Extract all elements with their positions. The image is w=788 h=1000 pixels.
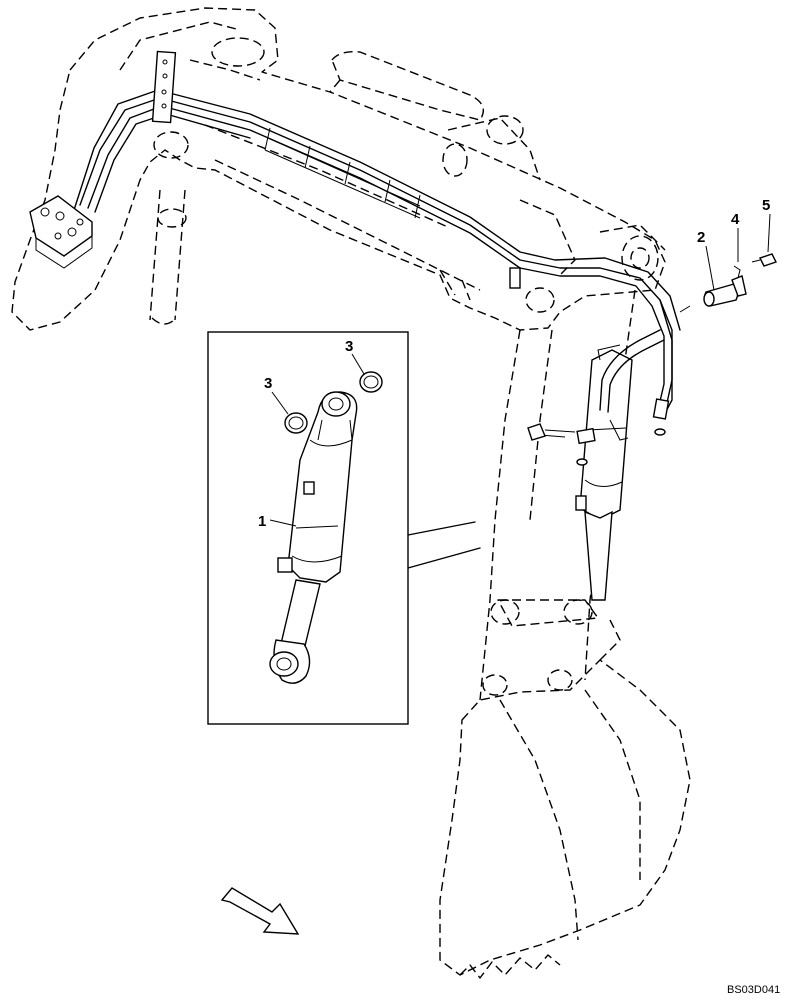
boom-outline bbox=[11, 7, 666, 331]
callout-4: 4 bbox=[731, 211, 740, 228]
direction-arrow-icon bbox=[220, 887, 300, 935]
pin-assembly bbox=[679, 253, 777, 313]
bucket-outline bbox=[439, 619, 691, 979]
callout-2: 2 bbox=[697, 229, 705, 246]
drawing-id: BS03D041 bbox=[727, 984, 780, 996]
callout-3-right: 3 bbox=[345, 338, 353, 355]
control-valve-block bbox=[29, 195, 93, 269]
boom-cylinder-detail bbox=[269, 371, 383, 684]
hose-clamp-bracket bbox=[151, 50, 521, 289]
callout-3-left: 3 bbox=[264, 375, 272, 392]
bucket-cylinder bbox=[575, 344, 633, 601]
callout-1: 1 bbox=[258, 513, 266, 530]
leader-lines bbox=[269, 213, 771, 527]
callout-5: 5 bbox=[762, 197, 770, 214]
cylinder-hoses bbox=[527, 299, 673, 466]
